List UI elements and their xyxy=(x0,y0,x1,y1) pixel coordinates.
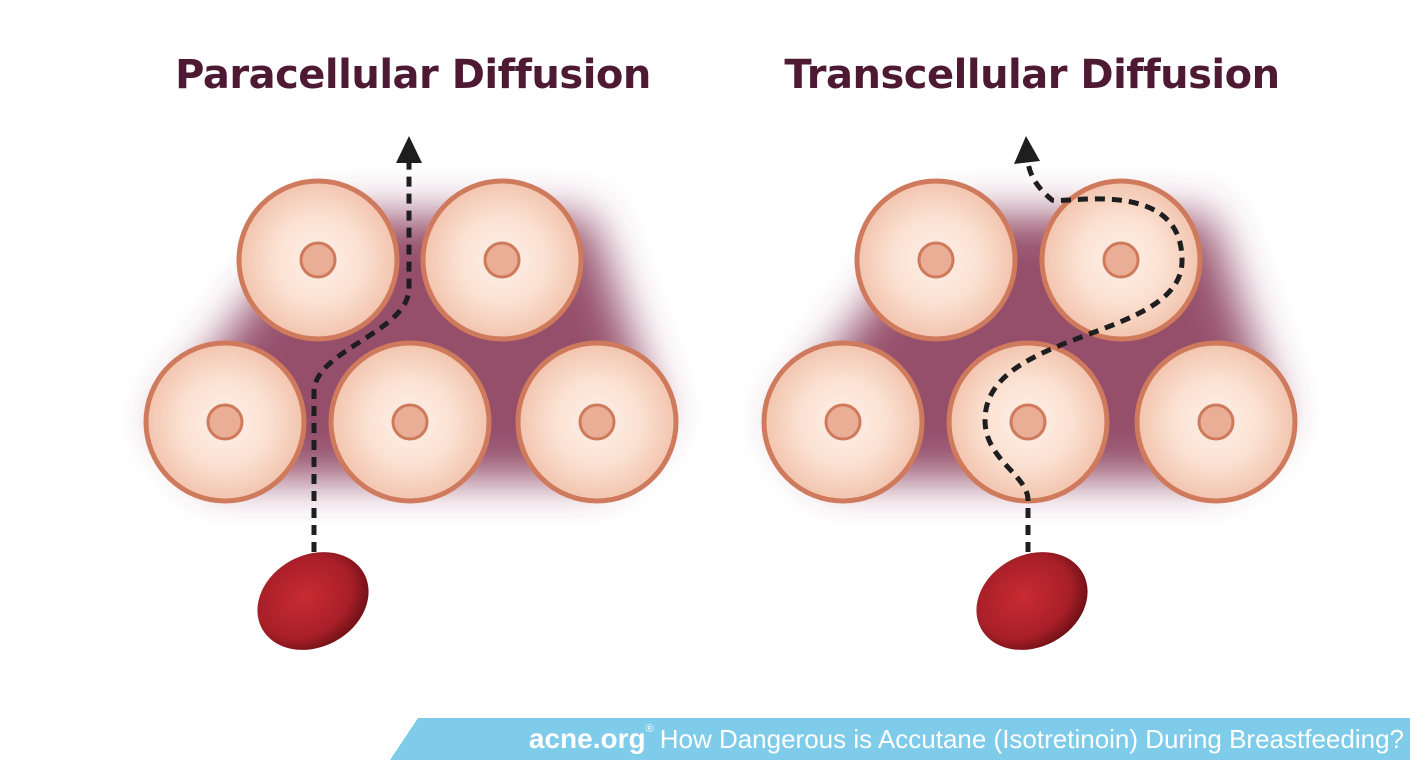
footer-banner: acne.org® How Dangerous is Accutane (Isot… xyxy=(390,718,1410,760)
transcellular-panel xyxy=(761,136,1298,650)
paracellular-panel xyxy=(143,136,679,650)
arrow-head-icon xyxy=(1014,136,1040,164)
cell xyxy=(761,340,925,504)
transcellular-title: Transcellular Diffusion xyxy=(784,52,1280,98)
arrow-head-icon xyxy=(396,136,422,163)
cell xyxy=(328,340,492,504)
cell xyxy=(236,178,400,342)
footer-text: acne.org® How Dangerous is Accutane (Isot… xyxy=(529,723,1404,755)
cell xyxy=(854,178,1018,342)
registered-mark: ® xyxy=(645,723,654,735)
brand-logo[interactable]: acne.org xyxy=(528,723,646,754)
cell xyxy=(1039,178,1203,342)
drug-molecule xyxy=(257,552,369,650)
cell xyxy=(946,340,1110,504)
cell xyxy=(515,340,679,504)
drug-molecule xyxy=(976,552,1088,650)
cell xyxy=(420,178,584,342)
cell xyxy=(143,340,307,504)
diffusion-path xyxy=(982,161,1185,552)
article-title: How Dangerous is Accutane (Isotretinoin)… xyxy=(659,724,1404,754)
cell xyxy=(1134,340,1298,504)
paracellular-title: Paracellular Diffusion xyxy=(175,52,651,98)
diffusion-path xyxy=(311,162,412,552)
